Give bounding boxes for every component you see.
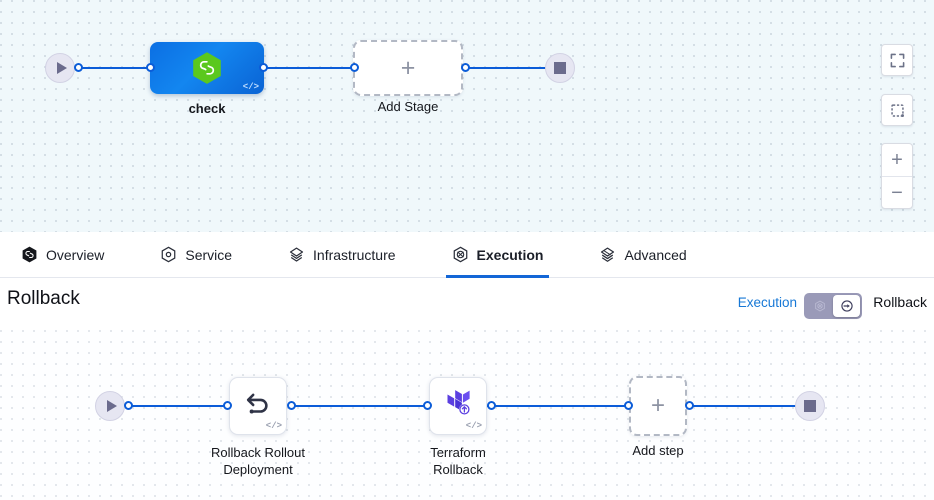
port-step1-in — [223, 401, 232, 410]
port-start-out — [74, 63, 83, 72]
tab-label-infrastructure: Infrastructure — [313, 246, 396, 263]
step-node-rollback-rollout-deployment[interactable]: </> — [229, 377, 287, 435]
play-icon — [106, 400, 117, 412]
rollback-arrow-icon — [246, 393, 268, 414]
dashed-square-icon — [890, 103, 904, 117]
pipeline-end-node[interactable] — [545, 53, 575, 83]
stage-label-check: check — [188, 101, 226, 116]
terraform-icon — [447, 390, 470, 416]
expand-corners-icon — [890, 53, 904, 67]
page-title: Rollback — [7, 288, 80, 309]
plus-icon: + — [400, 53, 416, 82]
toggle-segment-rollback[interactable] — [833, 295, 860, 317]
port-step1-out — [287, 401, 296, 410]
zoom-divider — [882, 176, 912, 177]
tab-label-execution: Execution — [476, 246, 544, 263]
service-hexagon-icon — [162, 246, 176, 263]
port-check-in — [146, 63, 155, 72]
stage-canvas[interactable]: </> check + Add Stage + — [0, 0, 934, 232]
rollback-arrow-icon — [840, 300, 853, 312]
code-badge-icon: </> — [465, 421, 482, 431]
port-addstage-out — [461, 63, 470, 72]
edge-step2-to-addstep — [492, 405, 630, 407]
execution-toggle-icon — [814, 300, 825, 312]
step-label-terraform-rollback: Terraform Rollback — [430, 445, 486, 477]
stop-icon — [554, 62, 566, 74]
edge-addstage-to-end — [459, 67, 552, 69]
fit-to-screen-button[interactable] — [881, 94, 913, 126]
tab-label-overview: Overview — [46, 246, 105, 263]
execution-icon — [453, 246, 467, 263]
advanced-layers-icon — [601, 247, 615, 262]
step-node-terraform-rollback[interactable]: </> — [429, 377, 487, 435]
zoom-controls[interactable]: + − — [881, 143, 913, 209]
edge-check-to-addstage — [262, 67, 354, 69]
pipeline-start-node[interactable] — [45, 53, 75, 83]
tab-advanced[interactable]: Advanced — [597, 232, 688, 278]
harness-hexagon-icon — [193, 52, 221, 84]
zoom-in-button[interactable]: + — [891, 148, 903, 171]
play-icon — [56, 62, 67, 74]
tab-service[interactable]: Service — [158, 232, 234, 278]
tab-infrastructure[interactable]: Infrastructure — [286, 232, 397, 278]
step-label-rollback-rollout-deployment: Rollback Rollout Deployment — [211, 445, 305, 477]
add-stage-label: Add Stage — [377, 99, 439, 114]
tab-overview[interactable]: Overview — [19, 232, 106, 278]
rollback-canvas[interactable]: </> Rollback Rollout Deployment </> Terr… — [0, 330, 934, 500]
harness-hexagon-filled-icon — [22, 246, 37, 263]
toggle-segment-execution[interactable] — [806, 295, 833, 317]
edge-rbstart-to-step1 — [128, 405, 226, 407]
add-stage-button[interactable]: + — [353, 40, 463, 96]
execution-rollback-toggle[interactable] — [804, 293, 862, 319]
rollback-end-node[interactable] — [795, 391, 825, 421]
port-addstep-out — [685, 401, 694, 410]
plus-icon: + — [650, 392, 665, 419]
add-step-label: Add step — [632, 443, 684, 458]
edge-step1-to-step2 — [292, 405, 490, 407]
code-badge-icon: </> — [265, 421, 282, 431]
stage-node-check[interactable]: </> — [150, 42, 264, 94]
rollback-header: Rollback Execution Rollback — [0, 278, 934, 330]
zoom-out-button[interactable]: − — [891, 181, 903, 204]
edge-start-to-check — [78, 67, 156, 69]
infrastructure-layers-icon — [289, 247, 304, 262]
execution-toggle-label[interactable]: Execution — [737, 295, 797, 310]
port-addstage-in — [350, 63, 359, 72]
tab-label-service: Service — [185, 246, 233, 263]
port-rbstart-out — [124, 401, 133, 410]
tab-label-advanced: Advanced — [624, 246, 687, 263]
edge-addstep-to-rbend — [690, 405, 802, 407]
rollback-toggle-label: Rollback — [873, 294, 927, 310]
stop-icon — [804, 400, 816, 412]
port-check-out — [259, 63, 268, 72]
add-step-button[interactable]: + — [629, 376, 687, 436]
fullscreen-button[interactable] — [881, 44, 913, 76]
port-step2-out — [487, 401, 496, 410]
tab-execution[interactable]: Execution — [445, 232, 550, 278]
port-addstep-in — [624, 401, 633, 410]
port-step2-in — [423, 401, 432, 410]
code-badge-icon: </> — [242, 82, 259, 92]
stage-tab-bar: Overview Service Infrastructure Exe — [0, 232, 934, 278]
rollback-start-node[interactable] — [95, 391, 125, 421]
